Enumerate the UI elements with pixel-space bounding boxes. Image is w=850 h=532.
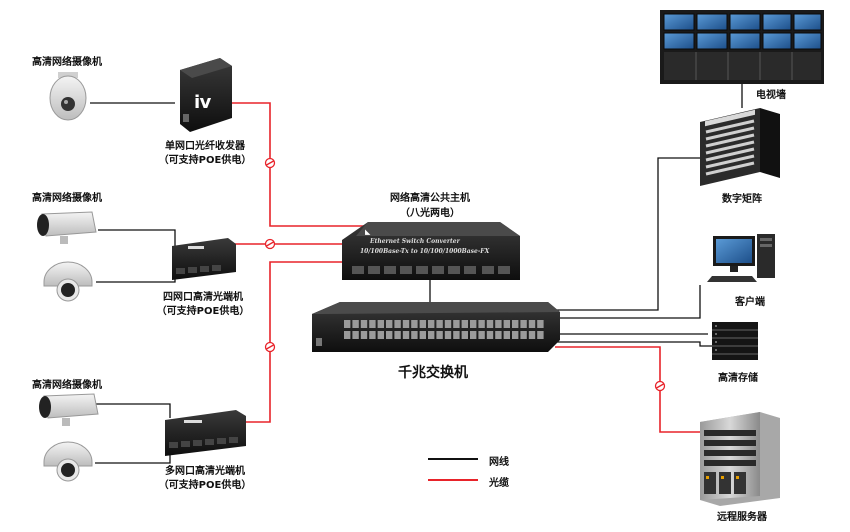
switch-port xyxy=(436,320,443,328)
switch-port xyxy=(478,331,485,339)
bullet-camera-image-bot xyxy=(39,393,99,426)
switch-port xyxy=(470,331,477,339)
switch-port xyxy=(461,331,468,339)
switch-port xyxy=(386,320,393,328)
single-transceiver-label: 单网口光纤收发器 xyxy=(165,141,245,152)
switch-port xyxy=(352,320,359,328)
dome-camera-image-top xyxy=(49,72,87,121)
switch-port xyxy=(402,320,410,328)
switch-port xyxy=(537,331,544,339)
camera-label-bot: 高清网络摄像机 xyxy=(32,380,102,391)
host-sublabel: （八光两电） xyxy=(400,208,460,219)
switch-port xyxy=(478,320,485,328)
gigabit-switch-image xyxy=(312,302,560,352)
switch-port xyxy=(453,331,460,339)
switch-port xyxy=(419,320,426,328)
legend-fiber-label: 光缆 xyxy=(489,478,509,489)
camera-label-top: 高清网络摄像机 xyxy=(32,57,102,68)
switch-port xyxy=(444,320,452,328)
switch-port xyxy=(453,320,460,328)
switch-port xyxy=(512,320,519,328)
switch-port xyxy=(444,331,452,339)
client-pc-image xyxy=(707,234,775,282)
switch-port xyxy=(520,331,527,339)
storage-image xyxy=(712,322,758,360)
four-port-terminal-image xyxy=(172,238,236,280)
switch-port xyxy=(461,320,468,328)
switch-port xyxy=(369,331,376,339)
camera-label-mid: 高清网络摄像机 xyxy=(32,193,102,204)
matrix-image xyxy=(700,108,780,186)
four-port-label: 四网口高清光端机 xyxy=(163,292,243,303)
legend-swatches xyxy=(428,458,478,481)
four-port-sublabel: （可支持POE供电） xyxy=(156,306,250,317)
switch-port xyxy=(419,331,426,339)
switch-port xyxy=(528,320,536,328)
switch-port xyxy=(344,331,351,339)
client-label: 客户端 xyxy=(735,297,765,308)
single-transceiver-sublabel: （可支持POE供电） xyxy=(158,155,252,166)
switch-port xyxy=(360,331,368,339)
turret-camera-image-bot xyxy=(43,441,93,482)
server-label: 远程服务器 xyxy=(717,512,767,523)
switch-port xyxy=(394,331,401,339)
fiber-coil-marks xyxy=(264,157,666,392)
switch-port xyxy=(344,320,351,328)
host-panel-text-2: 10/100Base-Tx to 10/100/1000Base-FX xyxy=(360,248,490,255)
switch-port xyxy=(377,320,384,328)
bullet-camera-image-mid xyxy=(37,211,97,244)
turret-camera-image-mid xyxy=(43,261,93,302)
fiber-link-remote-server xyxy=(555,346,700,433)
multi-port-terminal-image xyxy=(165,410,246,456)
switch-port xyxy=(520,320,527,328)
storage-label: 高清存储 xyxy=(718,373,758,384)
switch-port xyxy=(369,320,376,328)
switch-label: 千兆交换机 xyxy=(398,365,468,381)
switch-port xyxy=(360,320,368,328)
switch-port xyxy=(411,331,418,339)
switch-port xyxy=(495,331,502,339)
single-transceiver-image: ⅳ xyxy=(180,58,232,132)
switch-port xyxy=(537,320,544,328)
switch-port xyxy=(486,320,494,328)
matrix-label: 数字矩阵 xyxy=(722,194,762,205)
switch-port xyxy=(436,331,443,339)
switch-port xyxy=(503,331,510,339)
svg-text:◣: ◣ xyxy=(365,228,371,236)
host-label: 网络高清公共主机 xyxy=(390,193,470,204)
switch-port xyxy=(486,331,494,339)
svg-text:ⅳ: ⅳ xyxy=(194,92,212,113)
switch-port xyxy=(470,320,477,328)
legend-network-label: 网线 xyxy=(489,457,509,468)
multi-port-sublabel: （可支持POE供电） xyxy=(158,480,252,491)
switch-port xyxy=(394,320,401,328)
switch-port xyxy=(411,320,418,328)
switch-port xyxy=(428,331,435,339)
switch-port xyxy=(402,331,410,339)
switch-port xyxy=(503,320,510,328)
switch-port xyxy=(495,320,502,328)
switch-port xyxy=(512,331,519,339)
server-image xyxy=(700,412,780,506)
switch-port xyxy=(528,331,536,339)
tv-wall-image xyxy=(660,10,824,84)
switch-port xyxy=(386,331,393,339)
switch-port xyxy=(352,331,359,339)
host-chassis-image: ◣ xyxy=(342,222,520,280)
tv-wall-label: 电视墙 xyxy=(756,90,786,101)
multi-port-label: 多网口高清光端机 xyxy=(165,466,245,477)
host-panel-text-1: Ethernet Switch Converter xyxy=(370,238,460,245)
switch-port xyxy=(428,320,435,328)
switch-port xyxy=(377,331,384,339)
